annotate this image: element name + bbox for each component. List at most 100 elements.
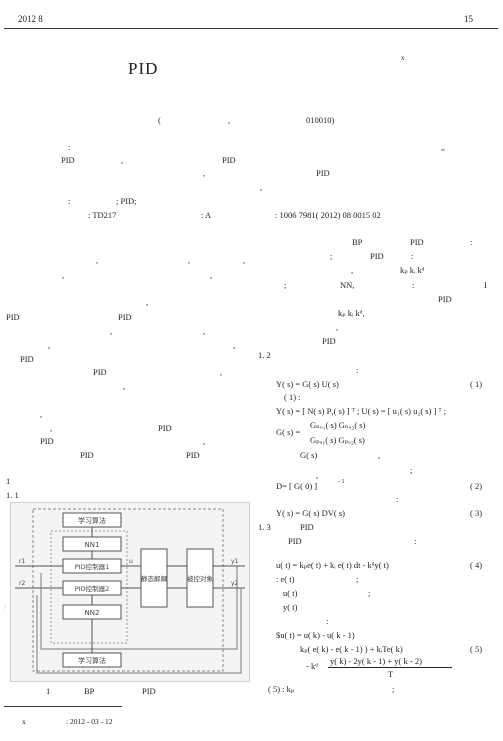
- left-body-fragment: PID: [93, 367, 107, 377]
- section-1-3-pid: PID: [300, 522, 314, 532]
- plant-block: [186, 548, 214, 608]
- equation-2-number: ( 2): [470, 481, 483, 491]
- abstract-comma: ,: [121, 155, 124, 165]
- title-footnote-mark: x: [401, 54, 405, 62]
- left-body-fragment: ,: [203, 326, 206, 336]
- feedback-line-1: [40, 566, 238, 650]
- equation-3: Y( s) = G( s) DV( s): [276, 508, 346, 518]
- equation-vectors: Y( s) = [ N( s) Pᵧ( s) ] ᵀ ; U( s) = [ u…: [276, 406, 447, 416]
- left-body-fragment: PID: [6, 312, 20, 322]
- feedback-line-2: [36, 588, 242, 674]
- abstract-comma: ,: [441, 142, 444, 152]
- left-body-fragment: PID: [80, 450, 94, 460]
- equation-2: D= [ G( 0) ]: [276, 481, 318, 491]
- decoupler-block: [140, 548, 168, 608]
- abstract-pid: PID: [316, 168, 330, 178]
- equation-2-superscript: - 1: [338, 479, 345, 485]
- u-label: u: [129, 558, 133, 565]
- keywords-list: ; PID;: [116, 196, 137, 206]
- abstract-comma: ,: [260, 182, 263, 192]
- left-body-fragment: PID: [158, 423, 172, 433]
- y1-label: y1: [231, 558, 239, 565]
- section-1-3-heading: 1. 3: [258, 522, 271, 532]
- semicolon: ;: [356, 574, 359, 584]
- left-body-fragment: ,: [243, 255, 246, 265]
- abstract-pid: PID: [61, 155, 75, 165]
- left-body-fragment: ,: [203, 436, 206, 446]
- pid2-label: PID控制器2: [75, 584, 109, 593]
- page-number: 15: [464, 14, 473, 24]
- right-comma: ,: [336, 322, 339, 332]
- transfer-matrix-row-2: Gₚᵤ₁( s) Gₚᵤ₂( s): [310, 435, 365, 445]
- equation-1-number: ( 1): [470, 379, 483, 389]
- control-variable: u( t): [283, 588, 298, 598]
- right-comma: ,: [351, 265, 354, 275]
- left-body-fragment: ,: [110, 326, 113, 336]
- postal-code: 010010): [306, 115, 335, 125]
- semicolon: ;: [368, 588, 371, 598]
- right-colon: :: [411, 251, 414, 261]
- learning-bottom-label: 学习算法: [78, 656, 106, 665]
- output-variable: y( t): [283, 602, 298, 612]
- right-bp: BP: [352, 237, 363, 247]
- left-body-fragment: ,: [233, 340, 236, 350]
- colon: :: [356, 365, 359, 375]
- keywords-colon: :: [68, 196, 71, 206]
- learning-top-label: 学习算法: [78, 516, 106, 525]
- colon: :: [326, 616, 329, 626]
- comma: ,: [378, 450, 381, 460]
- affiliation-comma: ,: [228, 115, 231, 125]
- left-body-fragment: ,: [40, 409, 43, 419]
- section-1-heading: 1: [6, 476, 11, 486]
- nn1-label: NN1: [85, 541, 100, 549]
- header-rule: [4, 28, 498, 29]
- left-body-fragment: ,: [146, 297, 149, 307]
- right-pid: PID: [370, 251, 384, 261]
- left-body-fragment: ,: [210, 270, 213, 280]
- article-id: : 1006 7981( 2012) 08 0015 02: [275, 210, 381, 220]
- comma: ,: [316, 470, 319, 480]
- equation-5-note: ( 5) : kₚ: [268, 684, 295, 694]
- outer-dashed-frame: [32, 508, 224, 672]
- left-body-fragment: ,: [50, 423, 53, 433]
- colon: :: [396, 494, 399, 504]
- equation-5-denominator: T: [388, 669, 394, 679]
- equation-1-note: ( 1) :: [284, 392, 301, 402]
- header-date: 2012 8: [18, 14, 43, 24]
- figure-caption-bp: BP: [84, 686, 95, 696]
- figure-caption-number: 1: [46, 686, 51, 696]
- left-body-fragment: PID: [20, 354, 34, 364]
- left-body-fragment: PID: [40, 436, 54, 446]
- received-date: : 2012 - 03 - 12: [66, 717, 113, 726]
- affiliation-paren: (: [158, 115, 161, 125]
- figure-1-svg: 学习算法 NN1 PID控制器1 PID控制器2 NN2 学习算法 静态解耦 被…: [15, 508, 245, 674]
- right-intro-comma: ,: [443, 142, 446, 152]
- error-variable: : e( t): [276, 574, 295, 584]
- r2-label: r2: [19, 580, 25, 587]
- equation-5-line-1: $u( t) = u( k) - u( k - 1): [276, 630, 355, 640]
- left-body-fragment: PID: [186, 450, 200, 460]
- semicolon: ;: [392, 684, 395, 694]
- section-1-2-heading: 1. 2: [258, 350, 271, 360]
- pid-gains: kₚ kᵢ kᵈ,: [338, 308, 365, 318]
- neural-network-abbr: NN,: [340, 280, 355, 290]
- equation-3-number: ( 3): [470, 508, 483, 518]
- equation-4: u( t) = kₚe( t) + kᵢ e( t) dt - kᵈy( t): [276, 560, 389, 570]
- right-semicolon: ;: [284, 280, 287, 290]
- pid-text: PID: [288, 536, 302, 546]
- figure-caption-pid: PID: [142, 686, 156, 696]
- transfer-matrix-row-1: Gₙᵤ₁( s) Gₙᵤ₂( s): [310, 420, 366, 430]
- decoupler-label: 静态解耦: [141, 574, 168, 583]
- transfer-function-g: G( s): [300, 450, 318, 460]
- figure-side-mark: /: [4, 605, 6, 611]
- right-pid: PID: [322, 336, 336, 346]
- inner-dashed-frame: [50, 530, 128, 644]
- r1-label: r1: [19, 558, 25, 565]
- left-body-fragment: ,: [62, 270, 65, 280]
- right-pid: PID: [438, 294, 452, 304]
- equation-5-numerator: y( k) - 2y( k - 1) + y( k - 2): [330, 656, 422, 666]
- plant-label: 被控对象: [187, 574, 214, 583]
- left-body-fragment: ,: [48, 340, 51, 350]
- y2-label: y2: [231, 580, 239, 587]
- left-body-fragment: ,: [220, 367, 223, 377]
